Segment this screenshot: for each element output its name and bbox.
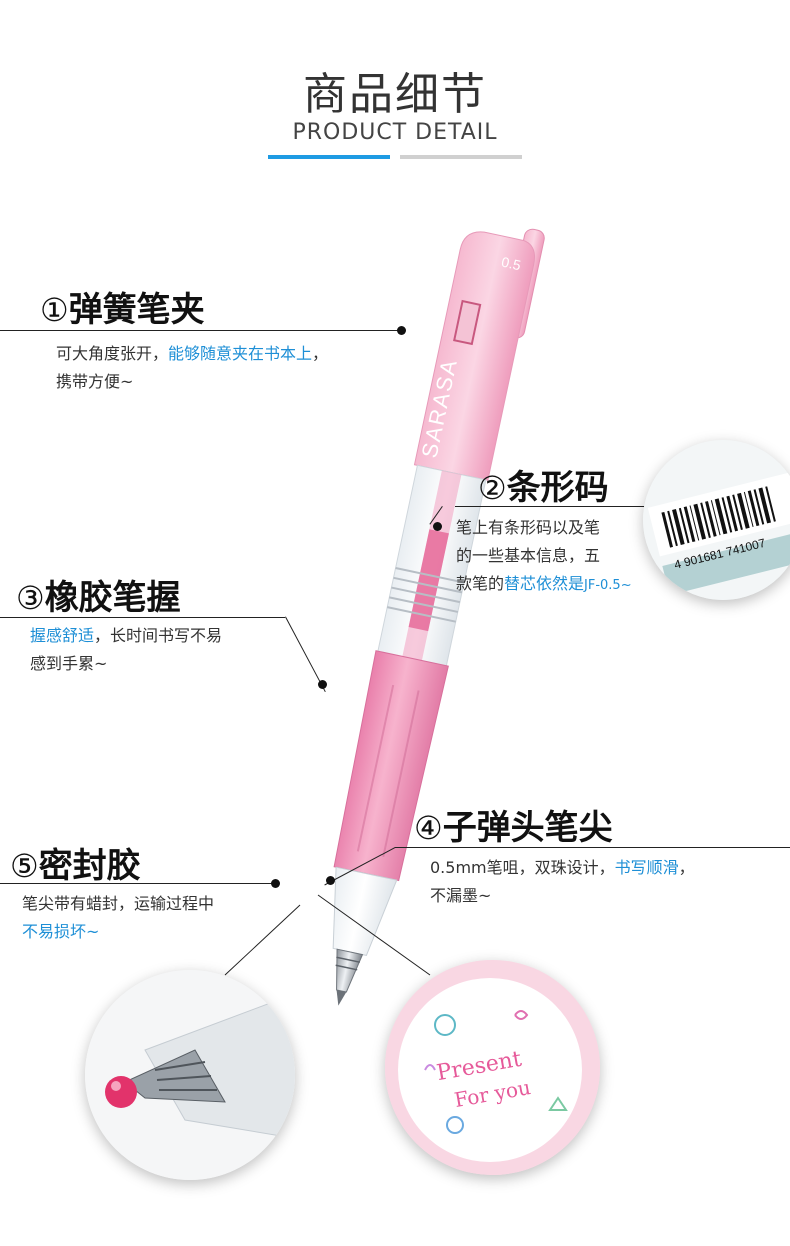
feature-5-title: ⑤密封胶	[10, 846, 141, 886]
feature-1-leader-line	[0, 330, 400, 331]
feature-2-desc: 笔上有条形码以及笔 的一些基本信息，五 款笔的替芯依然是JF-0.5~	[456, 518, 632, 593]
feature-4-desc: 0.5mm笔咀，双珠设计，书写顺滑， 不漏墨~	[430, 858, 695, 905]
feature-5-desc: 笔尖带有蜡封，运输过程中 不易损坏~	[22, 894, 215, 941]
feature-3-desc: 握感舒适，长时间书写不易 感到手累~	[30, 626, 223, 673]
feature-5-leader-line	[0, 883, 275, 884]
title-underline-accent	[268, 155, 390, 159]
seal-tip-lens	[85, 970, 295, 1180]
pen-body: SARASA 0.5	[332, 228, 545, 1006]
feature-2-title: ②条形码	[478, 468, 609, 508]
feature-4-marker	[326, 876, 335, 885]
feature-3-marker	[318, 680, 327, 689]
feature-3-leader-line	[0, 617, 285, 618]
feature-5-marker	[271, 879, 280, 888]
feature-4-title: ④子弹头笔尖	[414, 808, 613, 848]
feature-3-title: ③橡胶笔握	[16, 578, 181, 618]
writing-sample-graphic: Present For you	[385, 960, 600, 1175]
feature-2-leader-line	[455, 506, 655, 507]
feature-4-leader-line	[395, 847, 790, 848]
feature-1-desc: 可大角度张开，能够随意夹在书本上， 携带方便~	[56, 344, 329, 391]
writing-sample-lens: Present For you	[385, 960, 600, 1175]
page-title: 商品细节	[303, 69, 487, 120]
page-subtitle: PRODUCT DETAIL	[292, 120, 498, 145]
barcode-graphic: 4 901681 741007	[643, 440, 790, 600]
barcode-lens: 4 901681 741007	[643, 440, 790, 600]
feature-1-marker	[397, 326, 406, 335]
svg-text:0.5: 0.5	[500, 254, 523, 274]
feature-1-title: ①弹簧笔夹	[40, 290, 205, 330]
seal-tip-graphic	[85, 970, 295, 1180]
feature-2-marker	[433, 522, 442, 531]
title-underline-gray	[400, 155, 522, 159]
